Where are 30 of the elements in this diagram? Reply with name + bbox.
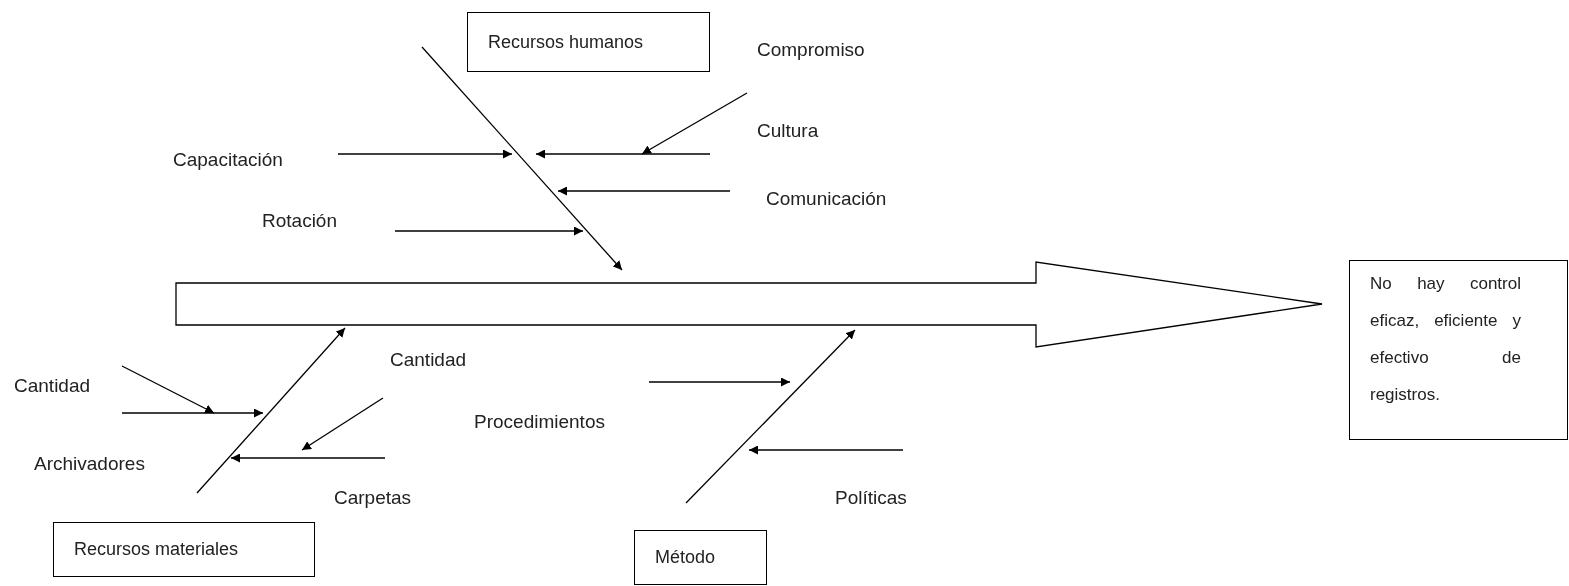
cause-label: Archivadores (34, 452, 145, 476)
arrow (196, 327, 346, 494)
cause-label: Rotación (262, 209, 337, 233)
cause-label: Carpetas (334, 486, 412, 510)
cause-label: Cultura (757, 119, 819, 143)
arrow (337, 149, 513, 159)
cause-label: Cantidad (14, 374, 91, 398)
effect-box: No hay control eficaz, eficiente y efectivo de registros. (1349, 260, 1568, 440)
arrow (685, 329, 856, 504)
category-box: Recursos materiales (53, 522, 315, 577)
category-box: Método (634, 530, 767, 585)
arrow (121, 365, 215, 414)
arrow (121, 408, 264, 418)
arrow (394, 226, 584, 236)
cause-label: Cantidad (390, 348, 467, 372)
arrow (535, 149, 711, 159)
arrow (641, 92, 748, 155)
category-box: Recursos humanos (467, 12, 710, 72)
arrow (557, 186, 731, 196)
arrow (421, 46, 623, 271)
cause-label: Procedimientos (474, 410, 605, 434)
cause-label: Capacitación (173, 148, 283, 172)
cause-label: Comunicación (766, 187, 887, 211)
arrow (748, 445, 904, 455)
arrow (648, 377, 791, 387)
cause-label: Compromiso (757, 38, 865, 62)
cause-label: Políticas (835, 486, 907, 510)
arrow (301, 397, 384, 451)
arrow (230, 453, 386, 463)
spine-arrow (175, 261, 1323, 348)
